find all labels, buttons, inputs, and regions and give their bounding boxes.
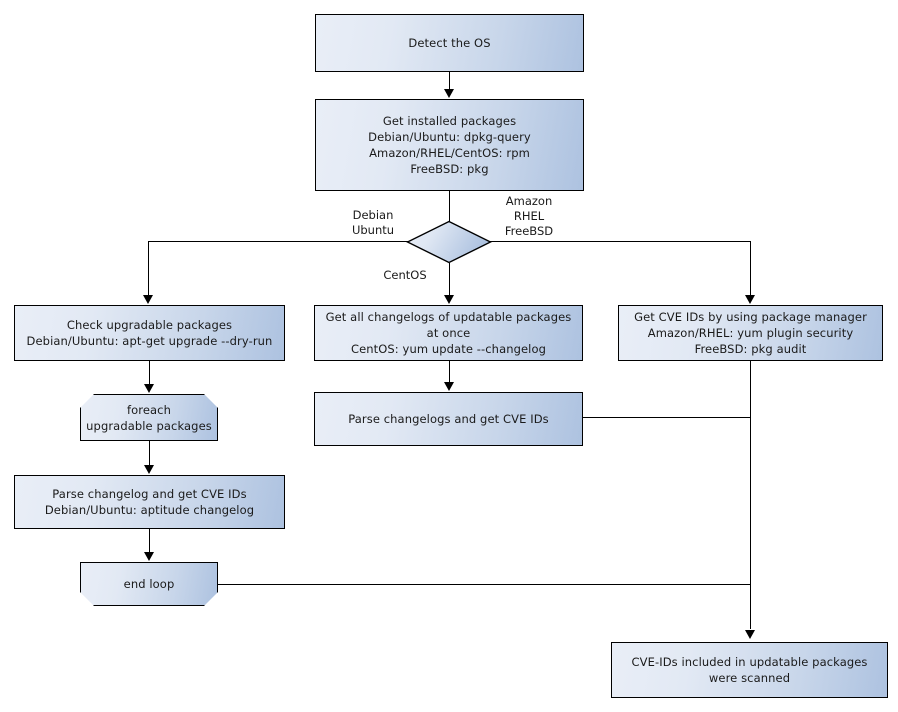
edge-parse-to-endloop-arrow [144, 552, 154, 561]
edge-decision-right-stub [490, 241, 750, 242]
node-parse-changelogs-centos-label: Parse changelogs and get CVE IDs [348, 412, 549, 426]
edge-changelogs-to-parse-arrow [444, 382, 454, 391]
node-parse-changelogs-centos[interactable]: Parse changelogs and get CVE IDs [314, 392, 583, 446]
edge-label-debian-ubuntu: Debian Ubuntu [351, 208, 395, 237]
edge-trunk-to-scanned-arrow [745, 630, 755, 639]
loop-start-shape [80, 394, 218, 441]
node-foreach-loop-start-label: foreach upgradable packages [86, 402, 212, 433]
edge-right-rail-down [750, 241, 751, 295]
node-detect-os[interactable]: Detect the OS [315, 14, 584, 72]
edge-parse-to-endloop [149, 529, 150, 553]
node-parse-changelog-debian-label: Parse changelog and get CVE IDs Debian/U… [44, 487, 255, 517]
node-get-cve-package-manager[interactable]: Get CVE IDs by using package manager Ama… [618, 305, 883, 361]
edge-foreach-to-parse [149, 441, 150, 466]
node-check-upgradable-packages[interactable]: Check upgradable packages Debian/Ubuntu:… [14, 305, 285, 361]
edge-foreach-to-parse-arrow [144, 465, 154, 474]
node-end-loop-label: end loop [123, 577, 175, 591]
edge-installed-to-decision [449, 191, 450, 222]
edge-endloop-to-trunk [218, 584, 751, 585]
node-get-all-changelogs-label: Get all changelogs of updatable packages… [325, 310, 572, 356]
node-parse-changelog-debian[interactable]: Parse changelog and get CVE IDs Debian/U… [14, 475, 285, 529]
edge-decision-to-centos-arrow [444, 295, 454, 304]
edge-check-to-foreach [149, 361, 150, 385]
edge-left-rail-down [148, 241, 149, 295]
node-get-all-changelogs[interactable]: Get all changelogs of updatable packages… [314, 305, 583, 361]
edge-check-to-foreach-arrow [144, 384, 154, 393]
edge-decision-left-stub [148, 241, 408, 242]
edge-detect-to-installed [449, 72, 450, 90]
edge-label-centos: CentOS [383, 268, 427, 282]
edge-left-rail-arrow [143, 295, 153, 304]
loop-end-shape [80, 562, 218, 606]
edge-changelogs-to-parse [449, 361, 450, 382]
edge-parsecentos-to-trunk [583, 417, 751, 418]
edge-right-trunk [750, 361, 751, 629]
node-get-installed-packages[interactable]: Get installed packages Debian/Ubuntu: dp… [315, 99, 584, 191]
edge-decision-to-centos [449, 263, 450, 295]
node-cve-ids-scanned[interactable]: CVE-IDs included in updatable packages w… [611, 642, 888, 698]
decision-diamond-icon [405, 220, 493, 264]
node-cve-ids-scanned-label: CVE-IDs included in updatable packages w… [631, 655, 868, 685]
edge-label-amazon-rhel-freebsd: Amazon RHEL FreeBSD [504, 194, 554, 238]
node-detect-os-label: Detect the OS [408, 36, 491, 50]
node-end-loop[interactable]: end loop [80, 562, 218, 606]
node-foreach-loop-start[interactable]: foreach upgradable packages [80, 394, 218, 441]
node-os-decision[interactable] [405, 220, 493, 264]
edge-right-rail-arrow [745, 295, 755, 304]
node-check-upgradable-packages-label: Check upgradable packages Debian/Ubuntu:… [26, 318, 273, 348]
edge-detect-to-installed-arrow [444, 89, 454, 98]
node-get-installed-packages-label: Get installed packages Debian/Ubuntu: dp… [368, 114, 531, 176]
node-get-cve-package-manager-label: Get CVE IDs by using package manager Ama… [634, 310, 867, 356]
